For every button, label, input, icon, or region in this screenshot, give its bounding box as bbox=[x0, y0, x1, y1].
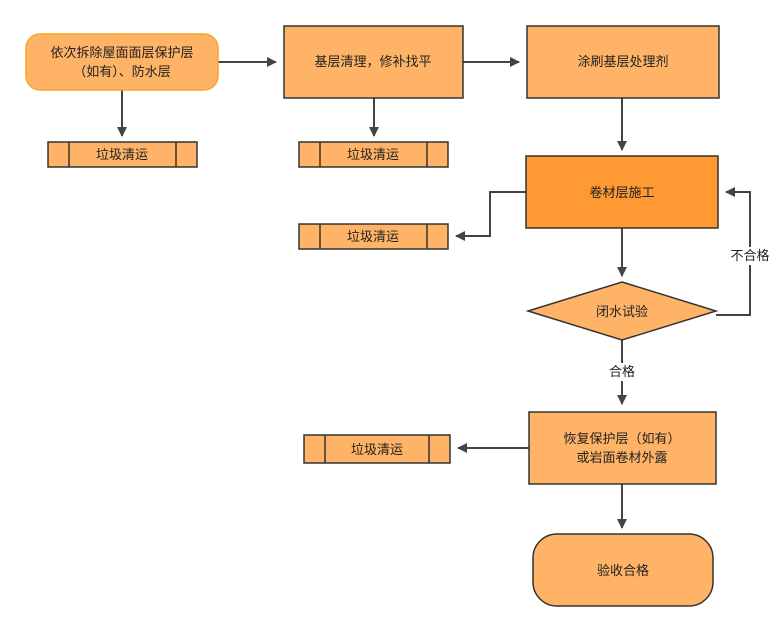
node-membrane-construction: 卷材层施工 bbox=[525, 155, 719, 229]
node-apply-primer-shape bbox=[526, 25, 720, 99]
node-debris-4: 垃圾清运 bbox=[303, 434, 451, 464]
node-remove-protection-line2: （如有）、防水层 bbox=[73, 64, 171, 80]
node-acceptance: 验收合格 bbox=[532, 533, 714, 607]
node-restore-protection-shape bbox=[528, 411, 717, 485]
node-debris-3-shape bbox=[298, 223, 449, 250]
node-restore-protection-line2: 或岩面卷材外露 bbox=[576, 450, 667, 466]
node-base-cleaning-shape bbox=[283, 25, 464, 99]
node-base-cleaning: 基层清理，修补找平 bbox=[283, 25, 464, 99]
node-acceptance-shape bbox=[532, 533, 714, 607]
node-water-test-shape bbox=[525, 281, 719, 341]
node-restore-protection-line1: 恢复保护层（如有） bbox=[563, 431, 680, 447]
node-apply-primer-label: 涂刷基层处理剂 bbox=[577, 54, 668, 70]
node-debris-1: 垃圾清运 bbox=[47, 141, 198, 168]
node-remove-protection-shape bbox=[25, 33, 219, 91]
node-debris-2-label: 垃圾清运 bbox=[347, 148, 399, 163]
node-debris-4-shape bbox=[303, 434, 451, 464]
node-membrane-construction-label: 卷材层施工 bbox=[589, 185, 654, 201]
node-apply-primer: 涂刷基层处理剂 bbox=[526, 25, 720, 99]
node-debris-4-label: 垃圾清运 bbox=[351, 443, 403, 458]
node-membrane-construction-shape bbox=[525, 155, 719, 229]
node-debris-3: 垃圾清运 bbox=[298, 223, 449, 250]
node-debris-2-shape bbox=[298, 141, 449, 168]
node-debris-3-label: 垃圾清运 bbox=[347, 230, 399, 245]
node-remove-protection: 依次拆除屋面面层保护层 （如有）、防水层 bbox=[25, 33, 219, 91]
node-remove-protection-line1: 依次拆除屋面面层保护层 bbox=[50, 45, 193, 61]
edge-label-fail-bg bbox=[728, 247, 772, 265]
node-debris-2: 垃圾清运 bbox=[298, 141, 449, 168]
node-debris-1-label: 垃圾清运 bbox=[96, 148, 148, 163]
edge-label-fail: 不合格 bbox=[728, 247, 772, 265]
node-water-test: 闭水试验 bbox=[525, 281, 719, 341]
node-debris-1-shape bbox=[47, 141, 198, 168]
edge-label-pass-bg bbox=[604, 363, 640, 381]
edge-label-pass: 合格 bbox=[604, 363, 640, 381]
node-restore-protection: 恢复保护层（如有） 或岩面卷材外露 bbox=[528, 411, 717, 485]
edge-membrane-to-debris3 bbox=[455, 191, 526, 241]
node-acceptance-label: 验收合格 bbox=[597, 563, 649, 579]
node-base-cleaning-label: 基层清理，修补找平 bbox=[314, 55, 431, 70]
edge-label-fail-text: 不合格 bbox=[730, 248, 769, 264]
edge-label-pass-text: 合格 bbox=[609, 364, 635, 380]
node-water-test-label: 闭水试验 bbox=[596, 304, 648, 320]
